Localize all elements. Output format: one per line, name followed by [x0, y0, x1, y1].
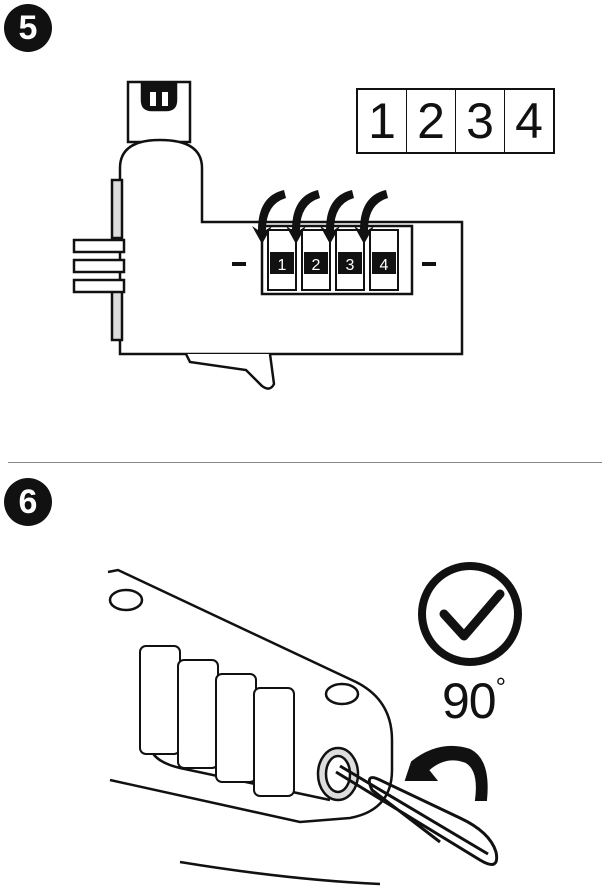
combination-dials-step6 [139, 645, 295, 797]
svg-text:2: 2 [312, 257, 321, 274]
combination-dials-step5: 1 2 3 4 [267, 229, 399, 291]
combination-code-box: 1 2 3 4 [356, 88, 555, 154]
svg-text:1: 1 [278, 257, 287, 274]
dial: 4 [369, 229, 399, 291]
section-divider [8, 462, 602, 463]
rotate-arrow-icon [404, 745, 488, 801]
code-digit-4: 4 [515, 93, 543, 149]
code-digit-1: 1 [358, 90, 407, 152]
checkmark-circle-icon [418, 562, 522, 666]
svg-text:3: 3 [346, 257, 355, 274]
rotate-down-arrow-icon [252, 190, 388, 244]
step-6-badge: 6 [4, 478, 52, 526]
degree-symbol: ° [495, 672, 506, 702]
svg-text:4: 4 [380, 257, 389, 274]
dial: 1 [267, 229, 297, 291]
angle-value: 90 [442, 673, 497, 729]
code-digit-3: 3 [456, 90, 505, 152]
dial: 2 [301, 229, 331, 291]
paperclip-icon [335, 764, 499, 866]
step-5-badge: 5 [4, 4, 52, 52]
dial: 3 [335, 229, 365, 291]
angle-label: 90° [442, 672, 506, 730]
code-digit-2: 2 [407, 90, 456, 152]
